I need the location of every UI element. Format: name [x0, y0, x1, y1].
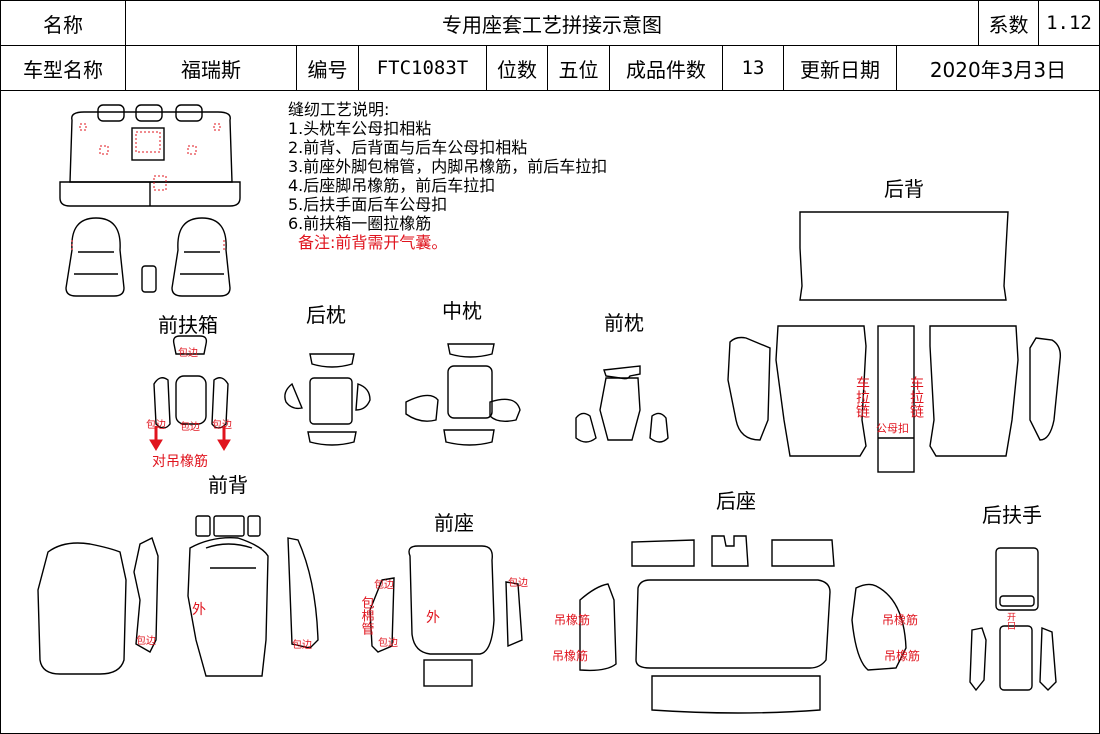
elastic-annotation: 吊橡筋	[884, 648, 920, 663]
elastic-pair-annotation: 对吊橡筋	[152, 453, 208, 470]
front-seat-pieces	[369, 545, 523, 687]
edge-annotation: 包边	[292, 638, 312, 651]
rear-back-panels	[727, 211, 1062, 473]
edge-annotation: 包边	[136, 634, 156, 647]
update-label: 更新日期	[783, 45, 897, 91]
section-front-back: 前背	[208, 473, 248, 497]
coef-label: 系数	[978, 0, 1039, 46]
note-item: 3.前座外脚包棉管，内脚吊橡筋，前后车拉扣	[288, 157, 608, 176]
edge-annotation: 包边	[212, 418, 232, 431]
edge-annotation: 包边	[180, 420, 200, 433]
section-rear-headrest: 后枕	[306, 303, 346, 327]
section-rear-back: 后背	[884, 177, 924, 201]
outer-annotation: 外	[426, 610, 440, 626]
car-seat-illustration	[59, 104, 241, 297]
model-label: 车型名称	[0, 45, 126, 91]
front-headrest-pieces	[575, 365, 669, 443]
note-item: 2.前背、后背面与后车公母扣相粘	[288, 138, 528, 157]
note-item: 5.后扶手面后车公母扣	[288, 195, 448, 214]
section-front-seat: 前座	[434, 511, 474, 535]
section-front-headrest: 前枕	[604, 311, 644, 335]
notes-remark: 备注:前背需开气囊。	[298, 233, 448, 252]
model-value: 福瑞斯	[125, 45, 297, 91]
opening-annotation: 开口	[1005, 612, 1016, 630]
section-rear-seat: 后座	[716, 489, 756, 513]
pieces-label: 成品件数	[609, 45, 723, 91]
rear-headrest-pieces	[284, 353, 371, 446]
zipper-annotation-right: 车拉链	[908, 375, 924, 419]
section-middle-headrest: 中枕	[442, 299, 482, 323]
elastic-annotation: 吊橡筋	[552, 648, 588, 663]
sewing-notes: 缝纫工艺说明: 1.头枕车公母扣相粘 2.前背、后背面与后车公母扣相粘 3.前座…	[288, 100, 607, 252]
outer-annotation: 外	[192, 602, 206, 618]
pieces-value: 13	[722, 45, 784, 91]
cotton-tube-annotation: 包棉管	[359, 596, 375, 636]
edge-annotation: 包边	[146, 418, 166, 431]
rear-armrest-pieces	[969, 547, 1057, 692]
edge-annotation: 包边	[508, 576, 528, 589]
update-value: 2020年3月3日	[896, 45, 1100, 91]
edge-annotation: 包边	[378, 636, 398, 649]
zipper-annotation-left: 车拉链	[854, 375, 870, 419]
note-item: 4.后座脚吊橡筋，前后车拉扣	[288, 176, 496, 195]
section-front-armrest-box: 前扶箱	[158, 313, 218, 337]
middle-headrest-pieces	[405, 343, 521, 446]
section-rear-armrest: 后扶手	[982, 503, 1042, 527]
code-label: 编号	[296, 45, 359, 91]
front-armrest-box-pieces	[153, 335, 229, 429]
pattern-diagram: 后背 前扶箱 后枕 中枕 前枕 前背 前座 后座 后扶手 车拉链 车拉链 公母扣…	[37, 104, 1062, 714]
elastic-annotation: 吊橡筋	[554, 612, 590, 627]
elastic-annotation: 吊橡筋	[882, 612, 918, 627]
notes-heading: 缝纫工艺说明:	[288, 100, 390, 119]
page-title: 专用座套工艺拼接示意图	[125, 0, 979, 46]
button-annotation: 公母扣	[876, 421, 909, 435]
edge-annotation: 包边	[178, 346, 198, 359]
name-label: 名称	[0, 0, 126, 46]
rear-seat-pieces	[579, 535, 907, 714]
note-item: 6.前扶箱一圈拉橡筋	[288, 214, 432, 233]
position-value: 五位	[547, 45, 610, 91]
edge-annotation: 包边	[374, 578, 394, 591]
coef-value: 1.12	[1038, 0, 1100, 46]
front-back-pieces	[37, 515, 319, 677]
code-value: FTC1083T	[358, 45, 487, 91]
position-label: 位数	[486, 45, 548, 91]
note-item: 1.头枕车公母扣相粘	[288, 119, 432, 138]
